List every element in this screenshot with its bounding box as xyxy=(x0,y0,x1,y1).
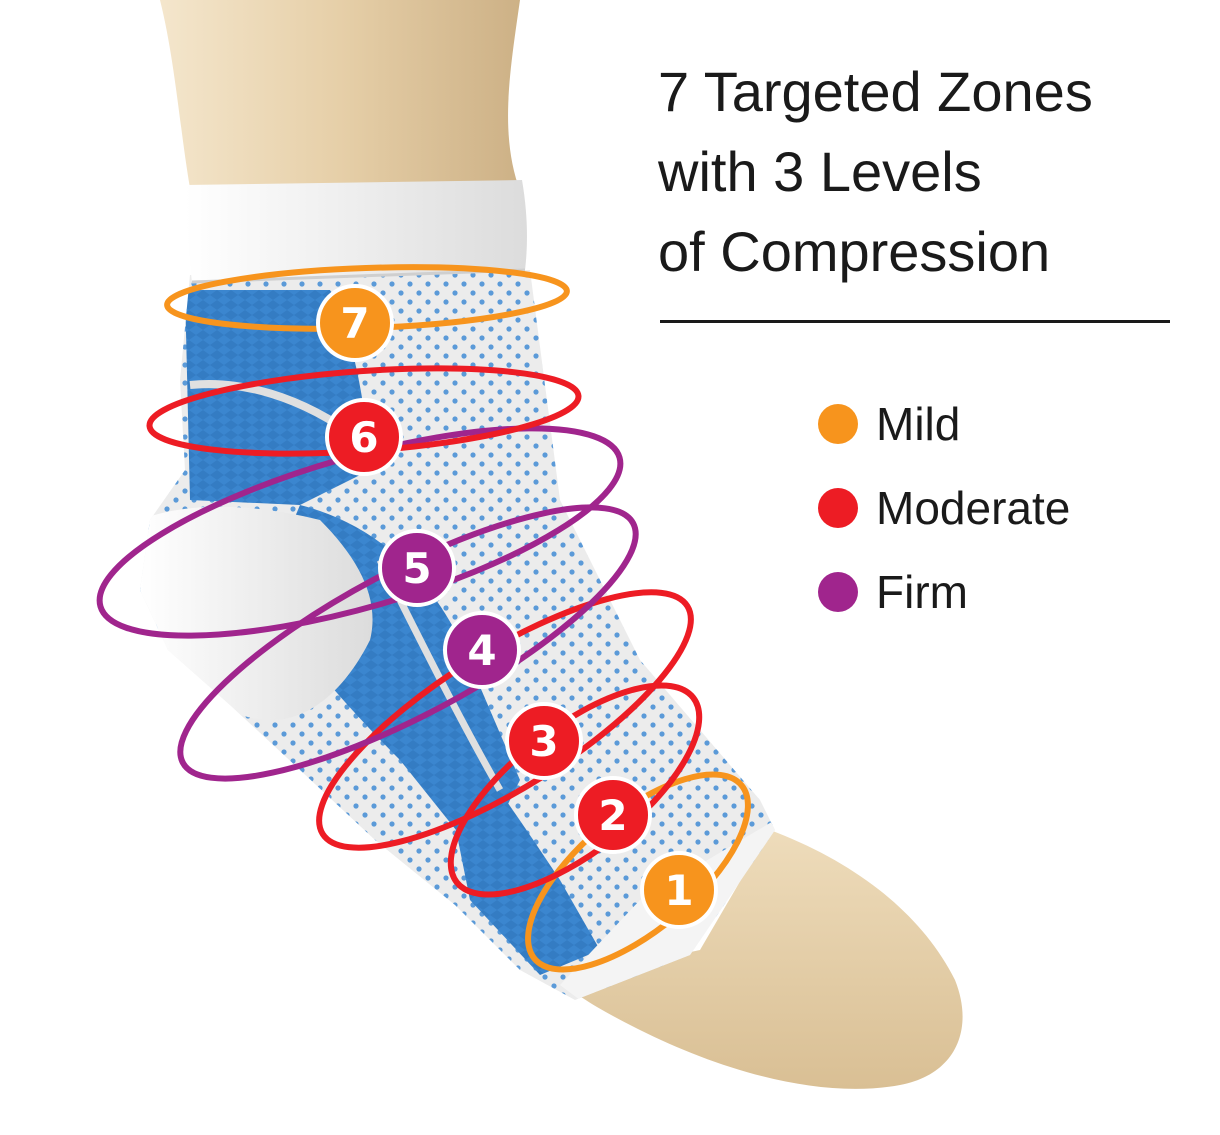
blue-panel-lower xyxy=(430,700,600,975)
zone-badge-number-6: 6 xyxy=(349,413,378,462)
forefoot-shape xyxy=(560,830,963,1089)
zone-badge-number-2: 2 xyxy=(598,791,627,840)
heel-cup xyxy=(140,506,373,721)
divider-rule xyxy=(660,320,1170,323)
legend-label-mild: Mild xyxy=(876,398,961,450)
zone-badge-1: 1 xyxy=(640,851,718,929)
compression-ring-zone-4 xyxy=(177,504,639,782)
zone-badge-circle-1 xyxy=(640,851,718,929)
zone-badge-number-4: 4 xyxy=(467,626,496,675)
headline-line-1: 7 Targeted Zones xyxy=(658,60,1093,123)
zone-badge-6: 6 xyxy=(325,398,403,476)
legend-dot-mild xyxy=(818,404,858,444)
zone-badge-circle-7 xyxy=(316,284,394,362)
legend-dot-firm xyxy=(818,572,858,612)
legend-item-firm: Firm xyxy=(818,550,1070,634)
legend-label-moderate: Moderate xyxy=(876,482,1071,534)
legend-label-firm: Firm xyxy=(876,566,968,618)
headline-line-3: of Compression xyxy=(658,220,1051,283)
zone-badge-2: 2 xyxy=(574,776,652,854)
zone-badge-number-5: 5 xyxy=(402,544,431,593)
headline: 7 Targeted Zones with 3 Levels of Compre… xyxy=(658,52,1198,292)
zone-badge-number-3: 3 xyxy=(529,717,558,766)
zone-badge-5: 5 xyxy=(378,529,456,607)
legend-dot-moderate xyxy=(818,488,858,528)
zone-badge-circle-3 xyxy=(505,702,583,780)
headline-line-2: with 3 Levels xyxy=(658,140,982,203)
zone-badge-circle-4 xyxy=(443,611,521,689)
zone-badge-number-1: 1 xyxy=(664,866,693,915)
zone-badge-number-7: 7 xyxy=(340,299,369,348)
zone-badge-3: 3 xyxy=(505,702,583,780)
legend-item-moderate: Moderate xyxy=(818,466,1070,550)
leg-shape xyxy=(160,0,520,188)
compression-legend: Mild Moderate Firm xyxy=(818,382,1070,634)
zone-badge-circle-2 xyxy=(574,776,652,854)
legend-item-mild: Mild xyxy=(818,382,1070,466)
zone-badge-circle-5 xyxy=(378,529,456,607)
zone-badge-7: 7 xyxy=(316,284,394,362)
zone-badge-circle-6 xyxy=(325,398,403,476)
zone-badge-4: 4 xyxy=(443,611,521,689)
sock-cuff xyxy=(185,180,527,282)
